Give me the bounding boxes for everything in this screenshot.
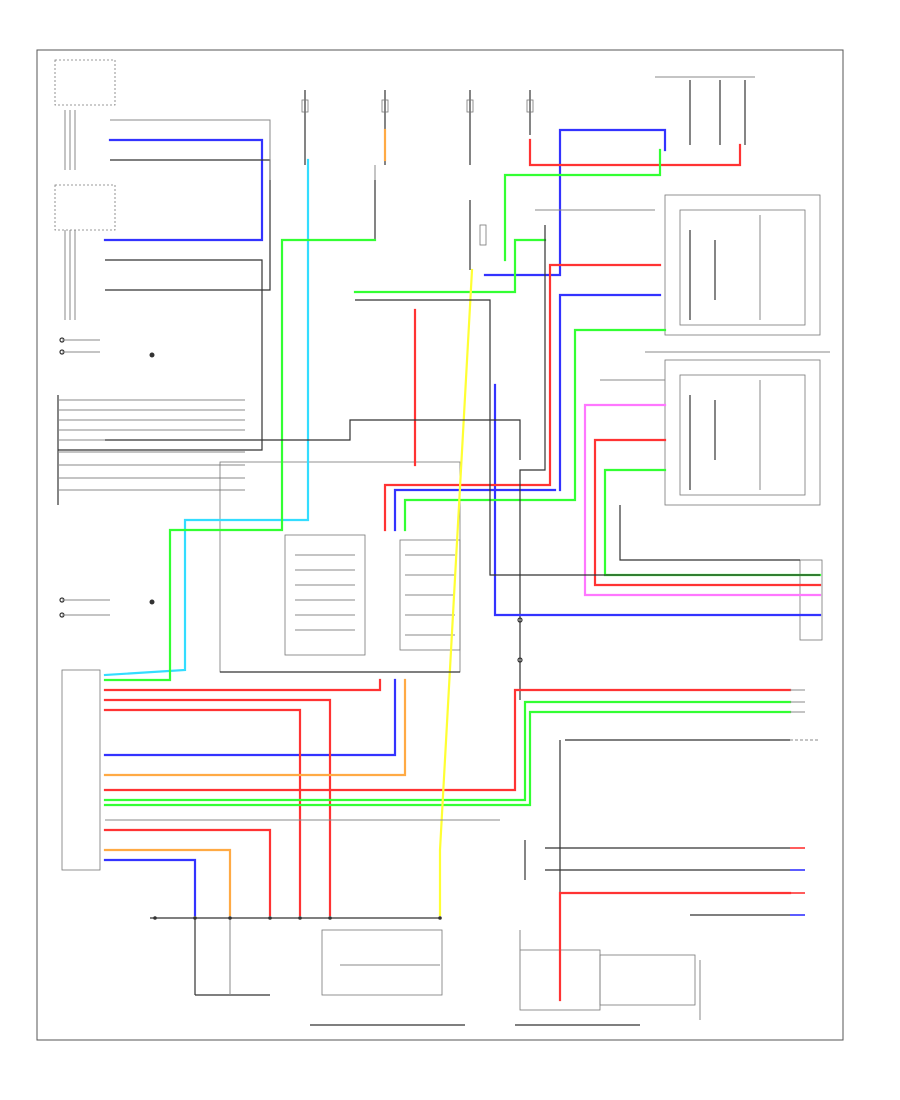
wire-red-5 [103, 678, 382, 692]
wire-yellow [438, 268, 474, 917]
wire-green-5 [603, 468, 822, 577]
wire-black-2 [355, 299, 820, 576]
fuse-hot-at-all-times-4 [526, 90, 534, 135]
lumbar-switch-lower [59, 597, 155, 618]
wire-black-1 [58, 259, 263, 451]
wire-black-4 [519, 225, 546, 560]
seat-control-connector [61, 669, 101, 871]
ground-distribution [150, 917, 696, 1026]
relay-block [374, 180, 487, 270]
wire-orange-3 [103, 848, 232, 917]
diagram-frame [36, 49, 844, 1041]
wire-green-2 [103, 238, 377, 682]
wire-red-1 [528, 138, 742, 167]
wire-green-4 [403, 328, 667, 532]
wire-cyan [103, 158, 310, 677]
wire-gray-1 [110, 119, 271, 180]
wire-black-3 [105, 159, 271, 291]
wire-red-9 [103, 828, 272, 917]
wire-blue-6 [103, 678, 397, 757]
passenger-power-seat-motor-1 [664, 194, 821, 336]
wire-pink [583, 403, 822, 597]
front-passenger-seat-heater [54, 59, 116, 170]
wire-blue-3 [393, 488, 557, 532]
rear-passenger-seat-heater [54, 184, 116, 320]
wire-green-3 [353, 238, 547, 294]
right-connector-pins [790, 689, 820, 916]
wire-red-2 [383, 263, 662, 532]
wire-red-3 [593, 438, 822, 587]
wire-black-10 [105, 419, 521, 460]
ground-bus-dots [153, 916, 442, 920]
wire-blue-1 [103, 138, 264, 242]
wire-red-6 [103, 698, 332, 917]
seat-belt-switch [655, 76, 755, 145]
fuse-hot-at-all-times-1 [301, 90, 309, 165]
wire-blue-7 [103, 858, 197, 917]
wire-black-5 [619, 505, 800, 561]
wire-blue-4 [558, 293, 662, 492]
wire-orange-2 [103, 678, 407, 777]
wire-red-10 [558, 891, 792, 1002]
wire-red-8 [103, 688, 792, 792]
wire-green-1 [503, 148, 662, 262]
body-control-module [219, 461, 461, 673]
fuse-hot-at-all-times-3 [466, 90, 474, 165]
lumbar-switch [59, 337, 155, 358]
wire-green-6 [103, 700, 792, 802]
passenger-power-seat-motor-2 [664, 359, 821, 506]
wire-red-7 [103, 708, 302, 917]
wire-green-7 [103, 710, 792, 807]
lumbar-motor [799, 559, 823, 641]
wire-blue-5 [493, 383, 822, 617]
wire-blue-2 [483, 128, 667, 277]
seat-switch-lower [517, 560, 561, 900]
